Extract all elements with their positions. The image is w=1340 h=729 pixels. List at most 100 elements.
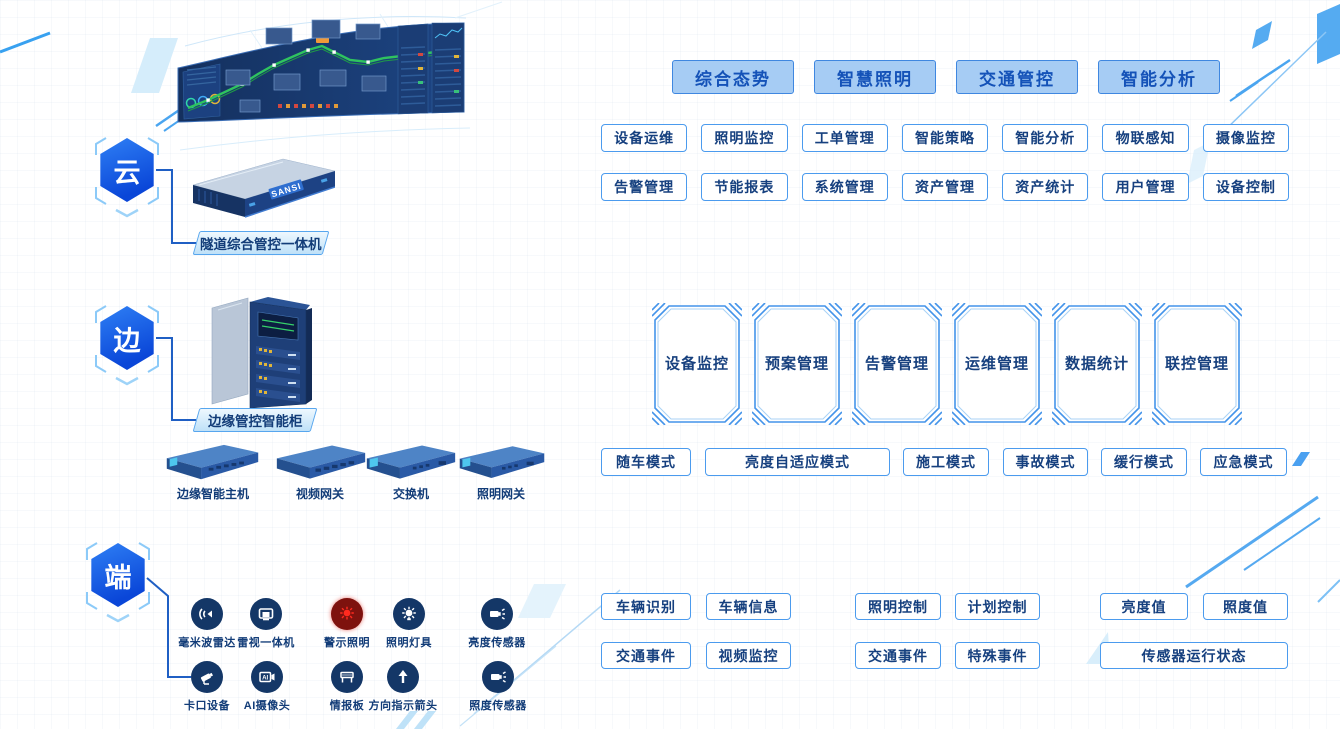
feature-device-control[interactable]: 设备控制: [1202, 173, 1289, 201]
mode-emergency[interactable]: 应急模式: [1200, 448, 1287, 476]
checkpoint-camera-icon: [191, 661, 223, 693]
hex-bracket-decor: [95, 137, 159, 218]
module-plan-mgmt[interactable]: 预案管理: [752, 303, 842, 425]
tag-plan-control[interactable]: 计划控制: [955, 593, 1040, 620]
terminal-device: 情报板: [305, 661, 389, 713]
terminal-device: 方向指示箭头: [361, 661, 445, 713]
tag-vehicle-info[interactable]: 车辆信息: [706, 593, 791, 620]
feature-iot-sensing[interactable]: 物联感知: [1102, 124, 1189, 152]
direction-arrow-icon: [387, 661, 419, 693]
feature-device-ops[interactable]: 设备运维: [601, 124, 688, 152]
mode-slow-traffic[interactable]: 缓行模式: [1101, 448, 1187, 476]
module-alarm-mgmt[interactable]: 告警管理: [852, 303, 942, 425]
switch-label: 交换机: [392, 487, 429, 501]
feature-asset-mgmt[interactable]: 资产管理: [901, 173, 989, 201]
control-room-big-screen: [177, 19, 465, 123]
octagon-frame: [652, 303, 742, 425]
module-label: 联控管理: [1164, 355, 1229, 373]
tag-brightness-value[interactable]: 亮度值: [1100, 593, 1188, 620]
module-label: 预案管理: [764, 355, 829, 373]
feature-lighting-monitor[interactable]: 照明监控: [701, 124, 788, 152]
feature-smart-strategy[interactable]: 智能策略: [901, 124, 989, 152]
terminal-badge-hexagon: 端: [91, 543, 145, 607]
module-device-monitor[interactable]: 设备监控: [652, 303, 742, 425]
terminal-device: 照明灯具: [367, 598, 451, 650]
illuminance-sensor-icon: [482, 661, 514, 693]
video-gateway-device: [276, 445, 366, 479]
module-label: 设备监控: [664, 355, 729, 373]
terminal-device: AI AI摄像头: [225, 661, 309, 713]
lamp-icon: [393, 598, 425, 630]
video-thumbnails: [225, 19, 387, 113]
terminal-device: 卡口设备: [165, 661, 249, 713]
feature-camera-monitor[interactable]: 摄像监控: [1202, 124, 1289, 152]
octagon-frame: [852, 303, 942, 425]
radar-camera-icon: [250, 598, 282, 630]
tab-traffic-control[interactable]: 交通管控: [956, 60, 1078, 94]
terminal-device: 警示照明: [305, 598, 389, 650]
cabinet-label: 边缘管控智能柜: [207, 414, 303, 429]
edge-smart-cabinet: [211, 297, 312, 409]
cabinet-label-pill: 边缘管控智能柜: [192, 408, 318, 432]
tag-sensor-running-status[interactable]: 传感器运行状态: [1100, 642, 1288, 669]
terminal-device: 雷视一体机: [224, 598, 308, 650]
feature-ai-analysis[interactable]: 智能分析: [1002, 124, 1089, 152]
warning-light-icon: [331, 598, 363, 630]
mode-construction[interactable]: 施工模式: [903, 448, 989, 476]
tag-illuminance-value[interactable]: 照度值: [1203, 593, 1288, 620]
terminal-device-label: 情报板: [329, 700, 365, 712]
tab-overall-situation[interactable]: 综合态势: [672, 60, 794, 94]
cloud-feature-grid: 设备运维 照明监控 工单管理 智能策略 智能分析 物联感知 摄像监控 告警管理 …: [601, 124, 1289, 201]
radar-icon: [191, 598, 223, 630]
terminal-device-label: 照度传感器: [469, 700, 527, 712]
tag-video-monitor[interactable]: 视频监控: [706, 642, 791, 669]
octagon-frame: [1152, 303, 1242, 425]
feature-asset-stats[interactable]: 资产统计: [1002, 173, 1089, 201]
edge-layer-badge: 边: [88, 295, 166, 386]
terminal-device-label: AI摄像头: [243, 700, 291, 712]
tag-traffic-event[interactable]: 交通事件: [855, 642, 941, 669]
tab-smart-lighting[interactable]: 智慧照明: [814, 60, 936, 94]
mode-follow-vehicle[interactable]: 随车模式: [601, 448, 691, 476]
terminal-device-label: 照明灯具: [386, 637, 432, 649]
tab-ai-analysis[interactable]: 智能分析: [1098, 60, 1220, 94]
tag-special-event[interactable]: 特殊事件: [955, 642, 1040, 669]
module-label: 告警管理: [864, 355, 929, 373]
terminal-device: 毫米波雷达: [165, 598, 249, 650]
module-ops-mgmt[interactable]: 运维管理: [952, 303, 1042, 425]
module-linkage-mgmt[interactable]: 联控管理: [1152, 303, 1242, 425]
lighting-gateway-label: 照明网关: [476, 487, 525, 501]
feature-work-order[interactable]: 工单管理: [801, 124, 888, 152]
alarm-indicator-row: [278, 104, 338, 108]
octagon-frame: [1052, 303, 1142, 425]
switch-device: [366, 445, 456, 479]
all-in-one-server: SANSI: [192, 158, 335, 218]
status-cells: [418, 53, 459, 93]
module-data-stats[interactable]: 数据统计: [1052, 303, 1142, 425]
tag-traffic-event[interactable]: 交通事件: [601, 642, 691, 669]
hex-bracket-decor: [86, 542, 150, 623]
layer-connector-lines: [146, 169, 196, 678]
sensing-data-group: 亮度值 照度值 传感器运行状态: [1100, 593, 1288, 669]
mode-accident[interactable]: 事故模式: [1003, 448, 1088, 476]
ai-camera-icon: AI: [251, 661, 283, 693]
terminal-device-label: 雷视一体机: [237, 637, 295, 649]
feature-alarm-mgmt[interactable]: 告警管理: [601, 173, 688, 201]
terminal-device: 照度传感器: [456, 661, 540, 713]
hex-bracket-decor: [95, 305, 159, 386]
traffic-data-group: 车辆识别 车辆信息 交通事件 视频监控: [601, 593, 791, 669]
octagon-frame: [752, 303, 842, 425]
feature-user-mgmt[interactable]: 用户管理: [1102, 173, 1189, 201]
tag-vehicle-recognition[interactable]: 车辆识别: [601, 593, 691, 620]
cloud-layer-badge: 云: [88, 127, 166, 218]
feature-energy-report[interactable]: 节能报表: [701, 173, 788, 201]
tag-lighting-control[interactable]: 照明控制: [855, 593, 941, 620]
module-label: 数据统计: [1064, 355, 1129, 373]
terminal-device-label: 方向指示箭头: [368, 700, 438, 712]
mode-brightness-adaptive[interactable]: 亮度自适应模式: [705, 448, 890, 476]
feature-system-mgmt[interactable]: 系统管理: [801, 173, 888, 201]
lighting-gateway-device: [459, 446, 545, 478]
server-label: 隧道综合管控一体机: [200, 237, 322, 252]
platform-tabs: 综合态势 智慧照明 交通管控 智能分析: [672, 60, 1220, 94]
